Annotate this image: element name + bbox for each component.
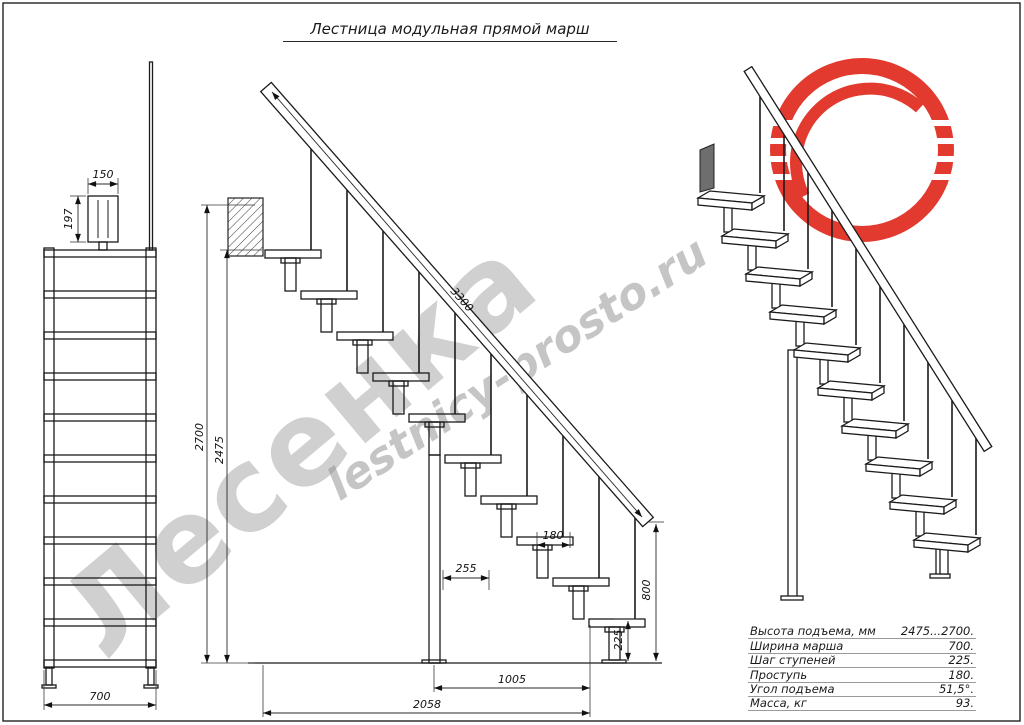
dim-support-span: 1005 [498, 673, 526, 686]
dim-plate-width: 150 [93, 168, 114, 181]
handrail-front [148, 61, 154, 251]
front-view [41, 61, 159, 689]
brand-logo [762, 58, 962, 242]
mount-plate [87, 195, 119, 243]
dim-tread-depth: 180 [543, 529, 564, 542]
dim-module-length: 255 [456, 562, 477, 575]
spec-row: Проступь 180. [748, 667, 976, 683]
spec-value: 93. [955, 696, 974, 711]
spec-row: Высота подъема, мм 2475...2700. [748, 624, 976, 640]
specs-table: Высота подъема, мм 2475...2700. Ширина м… [748, 624, 976, 712]
spec-row: Угол подъема 51,5°. [748, 681, 976, 697]
rail-left [43, 247, 55, 669]
spec-value: 700. [948, 638, 974, 653]
spec-label: Высота подъема, мм [750, 624, 876, 639]
spec-label: Масса, кг [750, 696, 807, 711]
spec-row: Масса, кг 93. [748, 696, 976, 712]
wall-section [227, 197, 264, 257]
logo-ring-icon [770, 58, 954, 242]
dim-total-run: 2058 [413, 698, 441, 711]
spec-label: Шаг ступеней [750, 653, 836, 668]
dim-plate-height: 197 [62, 209, 75, 230]
spec-row: Шаг ступеней 225. [748, 653, 976, 669]
wall-bracket [699, 143, 715, 193]
rail-right [145, 247, 157, 669]
iso-leg-left [787, 349, 798, 599]
spec-value: 2475...2700. [900, 624, 974, 639]
iso-view [697, 58, 993, 601]
side-view [227, 81, 662, 664]
dim-rail-end-height: 800 [640, 580, 653, 601]
dim-flight-height: 2475 [213, 436, 226, 464]
spec-label: Ширина марша [750, 638, 844, 653]
support-leg [428, 454, 441, 664]
spec-value: 180. [948, 667, 974, 682]
drawing-title: Лестница модульная прямой марш [283, 20, 617, 42]
logo-swoosh-icon [790, 82, 925, 199]
spec-label: Угол подъема [750, 681, 835, 696]
spec-label: Проступь [750, 667, 808, 682]
spec-value: 51,5°. [938, 681, 974, 696]
handrail-iso [743, 65, 993, 453]
dim-step-rise: 225 [612, 630, 625, 651]
dim-flight-width: 700 [90, 690, 111, 703]
support-foot [421, 659, 447, 664]
dimensions: 150 197 700 3300 2700 2475 [43, 91, 664, 717]
dim-total-height: 2700 [193, 423, 206, 451]
spec-row: Ширина марша 700. [748, 638, 976, 654]
spec-value: 225. [948, 653, 974, 668]
